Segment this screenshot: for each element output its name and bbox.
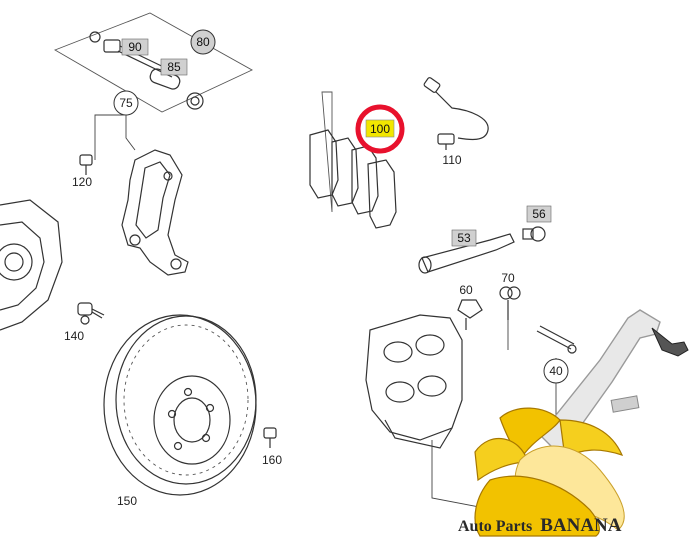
screw-160: [263, 427, 277, 448]
cap-56: [522, 226, 546, 242]
callout-120: 120: [72, 175, 92, 189]
bolt-assembly-group: 80 90 85: [53, 12, 253, 113]
bolt-120: [79, 154, 93, 175]
fitting-70: [499, 286, 521, 320]
callout-110: 110: [442, 153, 461, 167]
callout-140: 140: [64, 329, 84, 343]
watermark-text: Auto Parts BANANA: [458, 515, 622, 536]
callout-80: 80: [196, 35, 210, 49]
callout-75: 75: [119, 96, 133, 110]
banana-logo: [474, 309, 689, 537]
callout-60: 60: [459, 283, 473, 297]
callout-40: 40: [549, 364, 563, 378]
guide-pin-53: [418, 233, 515, 274]
callout-70: 70: [501, 271, 515, 285]
dust-shield: [0, 199, 63, 331]
caliper-carrier: [121, 149, 189, 276]
brake-disc: [103, 314, 257, 496]
bleeder-60: [457, 299, 483, 330]
callout-90: 90: [128, 40, 142, 54]
wear-sensor: [423, 77, 489, 150]
callout-160: 160: [262, 453, 282, 467]
caliper-bolt: [536, 325, 577, 354]
brake-caliper: [365, 314, 463, 449]
bolt-140: [77, 302, 105, 325]
callout-85: 85: [167, 60, 181, 74]
callout-53: 53: [457, 231, 471, 245]
callout-150: 150: [117, 494, 137, 508]
highlight-ring: [355, 104, 405, 154]
callout-56: 56: [532, 207, 546, 221]
brake-pads: [309, 91, 397, 229]
callout-100: 100: [370, 122, 390, 136]
